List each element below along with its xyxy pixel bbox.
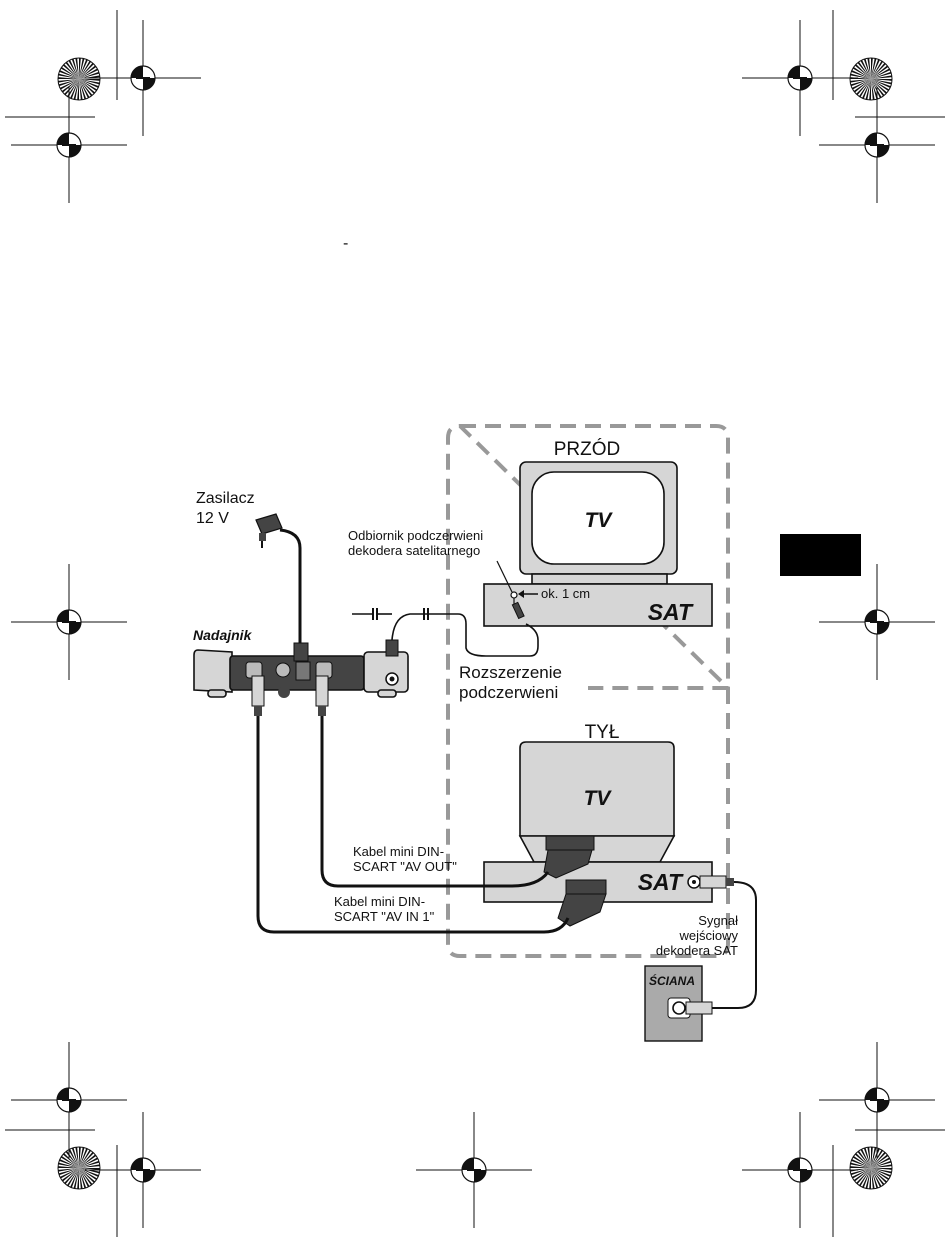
crosshair-mark bbox=[11, 1042, 127, 1158]
crosshair-marks bbox=[11, 20, 935, 1228]
distance-label: ok. 1 cm bbox=[541, 586, 590, 601]
ir-receiver-label-line2: dekodera satelitarnego bbox=[348, 543, 480, 558]
sunburst-mark bbox=[850, 1147, 892, 1189]
ir-extension-label-line2: podczerwieni bbox=[459, 683, 558, 702]
sunburst-mark bbox=[58, 58, 100, 100]
rear-sat-label: SAT bbox=[638, 869, 684, 895]
sunburst-marks bbox=[58, 58, 892, 1189]
crosshair-mark bbox=[819, 87, 935, 203]
front-sat-label: SAT bbox=[648, 599, 694, 625]
av-in-label-line2: SCART "AV IN 1" bbox=[334, 909, 435, 924]
signal-label-line3: dekodera SAT bbox=[656, 943, 738, 958]
crosshair-mark bbox=[742, 1112, 858, 1228]
av-out-label-line2: SCART "AV OUT" bbox=[353, 859, 457, 874]
power-label-line2: 12 V bbox=[196, 510, 229, 527]
crosshair-mark bbox=[819, 1042, 935, 1158]
av-in-label-line1: Kabel mini DIN- bbox=[334, 894, 425, 909]
ir-receiver-label-line1: Odbiornik podczerwieni bbox=[348, 528, 483, 543]
registration-marks bbox=[5, 10, 945, 1237]
power-adapter-icon bbox=[256, 514, 282, 548]
header-dash: - bbox=[343, 235, 348, 252]
crosshair-mark bbox=[742, 20, 858, 136]
crosshair-mark bbox=[416, 1112, 532, 1228]
signal-label-line1: Sygnał bbox=[698, 913, 738, 928]
crosshair-mark bbox=[11, 87, 127, 203]
sunburst-mark bbox=[850, 58, 892, 100]
crosshair-mark bbox=[819, 564, 935, 680]
crosshair-mark bbox=[85, 20, 201, 136]
crosshair-mark bbox=[11, 564, 127, 680]
crosshair-mark bbox=[85, 1112, 201, 1228]
signal-label-line2: wejściowy bbox=[678, 928, 738, 943]
power-label-line1: Zasilacz bbox=[196, 490, 255, 507]
wall-label: ŚCIANA bbox=[649, 973, 695, 988]
transmitter-device bbox=[194, 640, 408, 698]
front-view-title: PRZÓD bbox=[554, 438, 621, 460]
transmitter-label: Nadajnik bbox=[193, 627, 253, 643]
front-tv-label: TV bbox=[585, 509, 614, 532]
rear-view-title: TYŁ bbox=[585, 722, 620, 743]
rear-tv-label: TV bbox=[584, 787, 613, 810]
av-out-label-line1: Kabel mini DIN- bbox=[353, 844, 444, 859]
sunburst-mark bbox=[58, 1147, 100, 1189]
section-tab bbox=[780, 534, 861, 576]
ir-extension-label-line1: Rozszerzenie bbox=[459, 663, 562, 682]
